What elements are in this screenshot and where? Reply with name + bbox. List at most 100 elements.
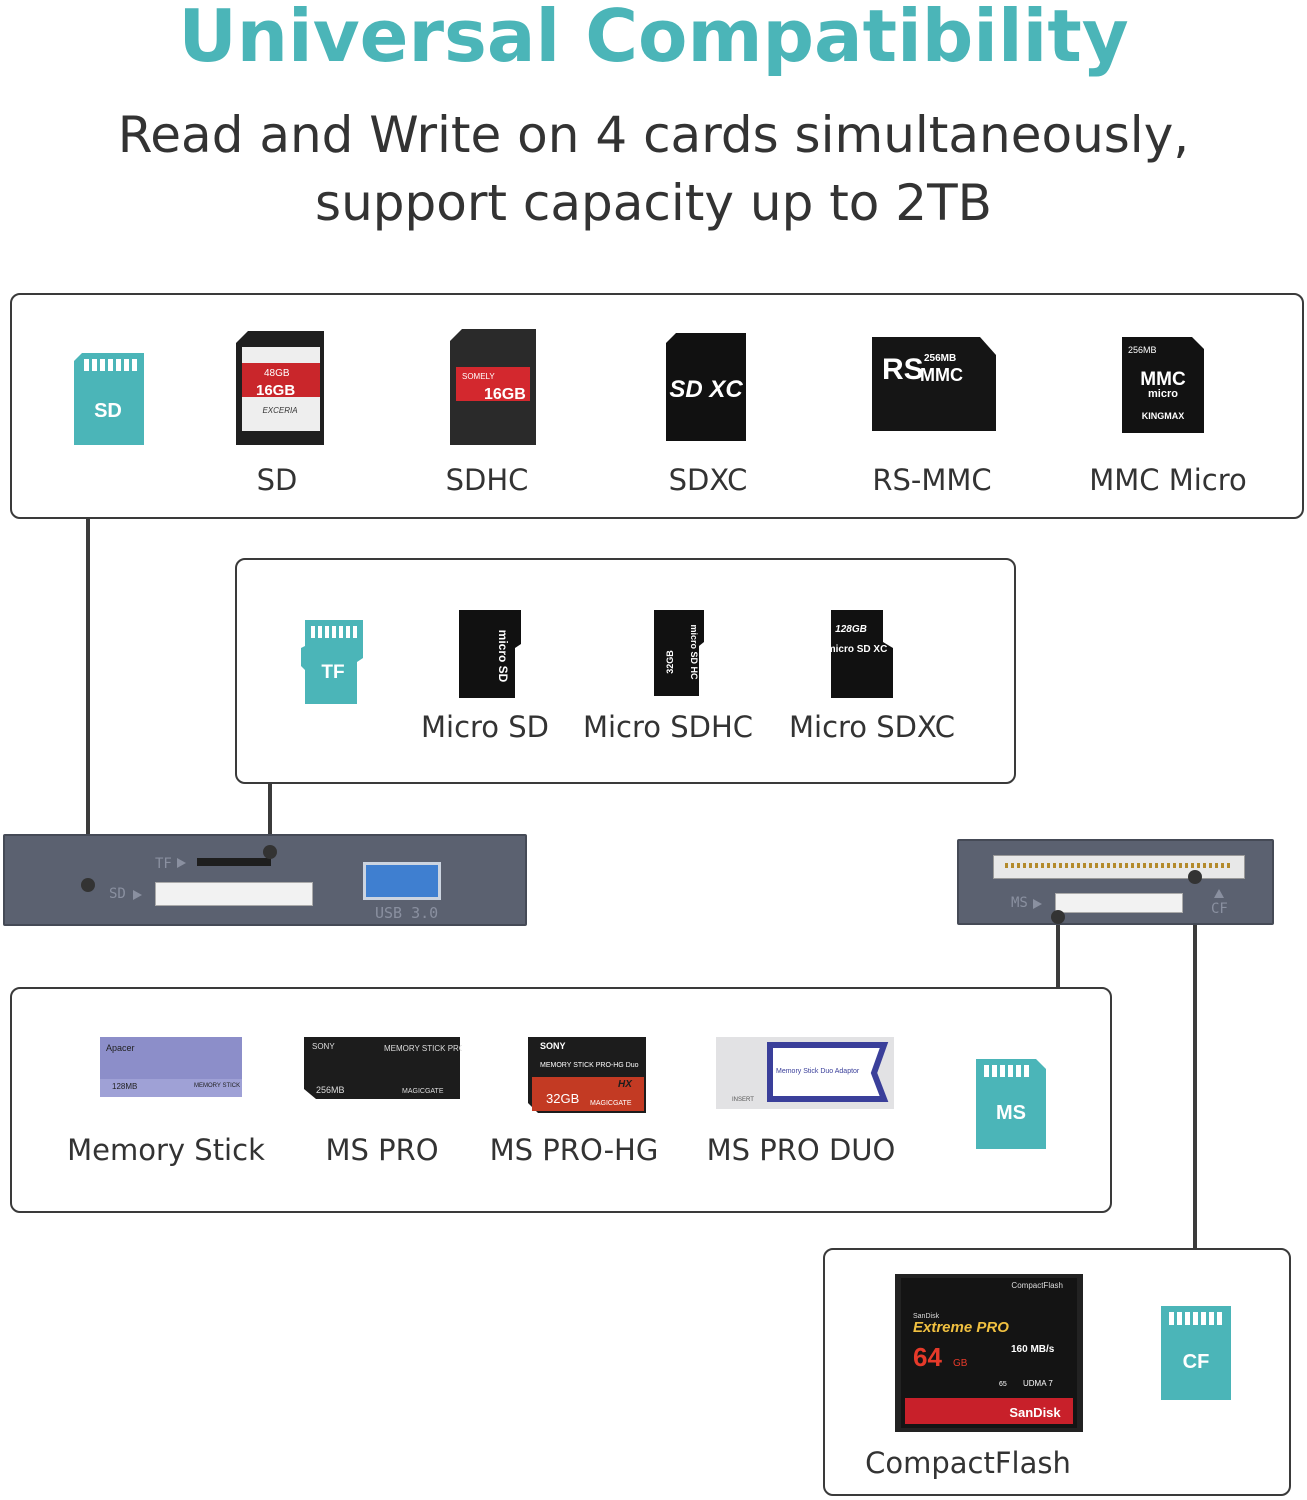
tf-slot-label: TF <box>155 856 172 872</box>
svg-text:UDMA 7: UDMA 7 <box>1023 1379 1053 1388</box>
svg-text:Memory Stick Duo Adaptor: Memory Stick Duo Adaptor <box>776 1068 860 1075</box>
microsdhc-card-icon: micro SD HC 32GB <box>654 610 704 696</box>
svg-text:16GB: 16GB <box>484 386 526 403</box>
ms-pro-icon: SONY MEMORY STICK PRO 256MB MAGICGATE <box>304 1037 462 1099</box>
svg-text:KINGMAX: KINGMAX <box>1142 411 1185 421</box>
tf-badge-icon: TF <box>301 620 363 704</box>
svg-text:MEMORY STICK PRO: MEMORY STICK PRO <box>384 1044 462 1053</box>
svg-text:SOMELY: SOMELY <box>462 372 495 381</box>
tf-card-panel: TF micro SD Micro SD micro SD HC 32GB Mi… <box>235 558 1016 784</box>
ms-pro-hg-icon: SONY MEMORY STICK PRO-HG Duo HX 32GB MAG… <box>528 1037 646 1113</box>
tf-connector-dot <box>263 845 277 859</box>
tf-badge-text: TF <box>321 662 344 683</box>
svg-text:64: 64 <box>913 1342 942 1372</box>
card-label-ms-pro-hg: MS PRO-HG <box>489 1133 659 1167</box>
sdxc-card-icon: SD XC <box>666 333 746 441</box>
card-label-mmc-micro: MMC Micro <box>1089 463 1247 497</box>
cf-connector-dot <box>1188 870 1202 884</box>
card-reader-right-body: MS CF <box>957 839 1274 925</box>
svg-text:INSERT: INSERT <box>732 1097 754 1103</box>
svg-text:GB: GB <box>953 1358 968 1369</box>
svg-text:256MB: 256MB <box>316 1085 345 1095</box>
mmc-micro-card-icon: 256MB MMC micro KINGMAX <box>1122 337 1204 433</box>
svg-text:micro SD: micro SD <box>496 630 510 683</box>
ms-slot-label: MS <box>1011 895 1028 911</box>
card-label-sdxc: SDXC <box>668 463 748 497</box>
svg-text:MMC: MMC <box>920 365 963 385</box>
tf-connector-line <box>268 782 272 852</box>
ms-slot[interactable] <box>1055 893 1183 913</box>
ms-connector-line <box>1056 918 1060 988</box>
sd-connector-line <box>86 517 90 885</box>
svg-text:SONY: SONY <box>540 1041 566 1051</box>
sd-slot-label: SD <box>109 886 126 902</box>
microsd-card-icon: micro SD <box>459 610 521 698</box>
memory-stick-icon: Apacer 128MB MEMORY STICK <box>100 1037 242 1097</box>
svg-text:MAGICGATE: MAGICGATE <box>590 1100 632 1107</box>
svg-text:EXCERIA: EXCERIA <box>262 406 297 415</box>
svg-text:SanDisk: SanDisk <box>913 1313 940 1320</box>
sd-card-panel: SD 48GB 16GB EXCERIA SD SOMELY 16GB SDHC… <box>10 293 1304 519</box>
cf-slot-arrow-icon <box>1214 889 1224 898</box>
svg-text:48GB: 48GB <box>264 368 290 379</box>
cf-badge-icon: CF <box>1161 1306 1231 1400</box>
svg-text:MMC: MMC <box>1140 369 1186 390</box>
svg-text:Extreme PRO: Extreme PRO <box>913 1319 1009 1336</box>
card-label-ms-pro-duo: MS PRO DUO <box>706 1133 896 1167</box>
card-label-compactflash: CompactFlash <box>865 1446 1071 1480</box>
svg-text:micro SD XC: micro SD XC <box>827 644 887 655</box>
cf-connector-line <box>1193 876 1197 1250</box>
ms-card-panel: Apacer 128MB MEMORY STICK Memory Stick S… <box>10 987 1112 1213</box>
subtitle-line-1: Read and Write on 4 cards simultaneously… <box>117 106 1190 164</box>
page-title: Universal Compatibility <box>178 0 1129 78</box>
svg-text:128MB: 128MB <box>112 1082 137 1091</box>
ms-slot-arrow-icon <box>1033 899 1042 909</box>
svg-text:SONY: SONY <box>312 1042 335 1051</box>
svg-text:32GB: 32GB <box>665 650 675 674</box>
sd-connector-dot <box>81 878 95 892</box>
sd-slot[interactable] <box>155 882 313 906</box>
svg-text:micro: micro <box>1148 388 1178 400</box>
svg-text:160 MB/s: 160 MB/s <box>1011 1344 1055 1355</box>
card-label-micro-sd: Micro SD <box>420 710 549 744</box>
card-label-memory-stick: Memory Stick <box>67 1133 265 1167</box>
svg-text:256MB: 256MB <box>1128 345 1157 355</box>
svg-text:SanDisk: SanDisk <box>1009 1405 1061 1420</box>
svg-text:256MB: 256MB <box>924 353 956 364</box>
usb3-port[interactable] <box>363 862 441 900</box>
svg-text:Apacer: Apacer <box>106 1043 135 1053</box>
microsdxc-card-icon: 128GB micro SD XC <box>827 610 893 698</box>
ms-pro-duo-icon: Memory Stick Duo Adaptor INSERT <box>716 1037 894 1109</box>
svg-text:CompactFlash: CompactFlash <box>1011 1281 1063 1290</box>
sd-badge-text: SD <box>94 400 122 422</box>
svg-text:MEMORY STICK: MEMORY STICK <box>194 1083 240 1089</box>
card-label-micro-sdxc: Micro SDXC <box>788 710 955 744</box>
sd-badge-icon: SD <box>74 353 144 445</box>
card-label-micro-sdhc: Micro SDHC <box>582 710 754 744</box>
sd-card-icon: 48GB 16GB EXCERIA <box>236 331 324 445</box>
cf-slot-label: CF <box>1211 901 1228 917</box>
svg-text:MAGICGATE: MAGICGATE <box>402 1088 444 1095</box>
rs-mmc-card-icon: RS 256MB MMC <box>872 337 996 431</box>
svg-text:MEMORY STICK PRO-HG Duo: MEMORY STICK PRO-HG Duo <box>540 1062 639 1069</box>
usb3-label: USB 3.0 <box>375 904 439 922</box>
svg-text:32GB: 32GB <box>546 1091 579 1106</box>
ms-connector-dot <box>1051 910 1065 924</box>
sd-slot-arrow-icon <box>133 890 142 900</box>
svg-text:micro SD HC: micro SD HC <box>689 624 699 680</box>
svg-text:SD XC: SD XC <box>669 376 743 403</box>
svg-text:128GB: 128GB <box>835 624 867 635</box>
svg-text:HX: HX <box>618 1079 633 1090</box>
compactflash-card-icon: CompactFlash SanDisk Extreme PRO 64 GB 1… <box>895 1274 1083 1432</box>
tf-slot-arrow-icon <box>177 858 186 868</box>
card-label-rs-mmc: RS-MMC <box>872 463 992 497</box>
card-label-sd: SD <box>256 463 298 497</box>
cf-card-panel: CompactFlash SanDisk Extreme PRO 64 GB 1… <box>823 1248 1291 1496</box>
svg-text:RS: RS <box>882 353 924 386</box>
card-label-sdhc: SDHC <box>445 463 529 497</box>
ms-badge-text: MS <box>996 1102 1026 1124</box>
tf-slot[interactable] <box>197 858 271 866</box>
svg-text:65: 65 <box>999 1381 1007 1388</box>
svg-text:16GB: 16GB <box>256 382 295 399</box>
card-label-ms-pro: MS PRO <box>325 1133 439 1167</box>
